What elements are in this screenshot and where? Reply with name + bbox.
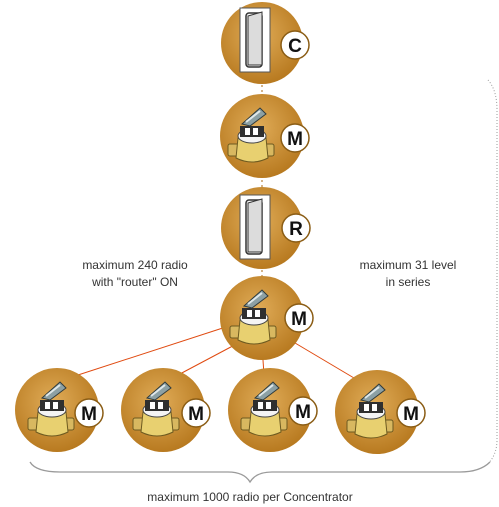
concentrator-node: C	[221, 2, 310, 84]
meter-node-router: M	[220, 276, 314, 360]
levels-bracket	[486, 79, 498, 466]
footer-label: maximum 1000 radio per Concentrator	[147, 490, 353, 504]
meter-badge-label: M	[403, 404, 419, 425]
meter-badge-label: M	[81, 404, 97, 425]
router-limit-line-2: with "router" ON	[92, 275, 178, 289]
meter-badge	[284, 303, 314, 333]
concentrator-badge-label: C	[288, 36, 302, 57]
meter-badge	[74, 398, 104, 428]
meter-badge	[280, 123, 310, 153]
router-limit-line-1: maximum 240 radio	[82, 258, 188, 272]
meter-node-top: M	[220, 94, 310, 178]
levels-limit-line-1: maximum 31 level	[359, 258, 457, 272]
link-to-meter-1	[77, 324, 233, 376]
meter-badge-label: M	[295, 402, 311, 423]
link-to-meter-4	[289, 339, 355, 379]
meter-badge	[181, 398, 211, 428]
meter-node-bottom-4: M	[335, 370, 426, 454]
meter-node-bottom-2: M	[121, 368, 211, 452]
meter-node-bottom-1: M	[15, 368, 104, 452]
repeater-node: R	[221, 187, 311, 269]
levels-limit-line-2: in series	[385, 275, 431, 289]
concentrator-device-icon	[239, 7, 271, 73]
meter-badge-label: M	[188, 404, 204, 425]
router-limit-label: maximum 240 radio with "router" ON	[60, 257, 210, 291]
repeater-badge-label: R	[289, 219, 303, 240]
bottom-brace	[29, 461, 491, 484]
meter-node-bottom-3: M	[228, 368, 318, 452]
repeater-badge	[281, 213, 311, 243]
meter-badge	[288, 396, 318, 426]
meter-badge	[396, 398, 426, 428]
meter-badge-label: M	[287, 129, 303, 150]
concentrator-badge	[280, 30, 310, 60]
repeater-device-icon	[239, 194, 271, 260]
fan-out-links	[77, 324, 355, 379]
levels-limit-label: maximum 31 level in series	[348, 257, 468, 291]
meter-badge-label: M	[291, 309, 307, 330]
